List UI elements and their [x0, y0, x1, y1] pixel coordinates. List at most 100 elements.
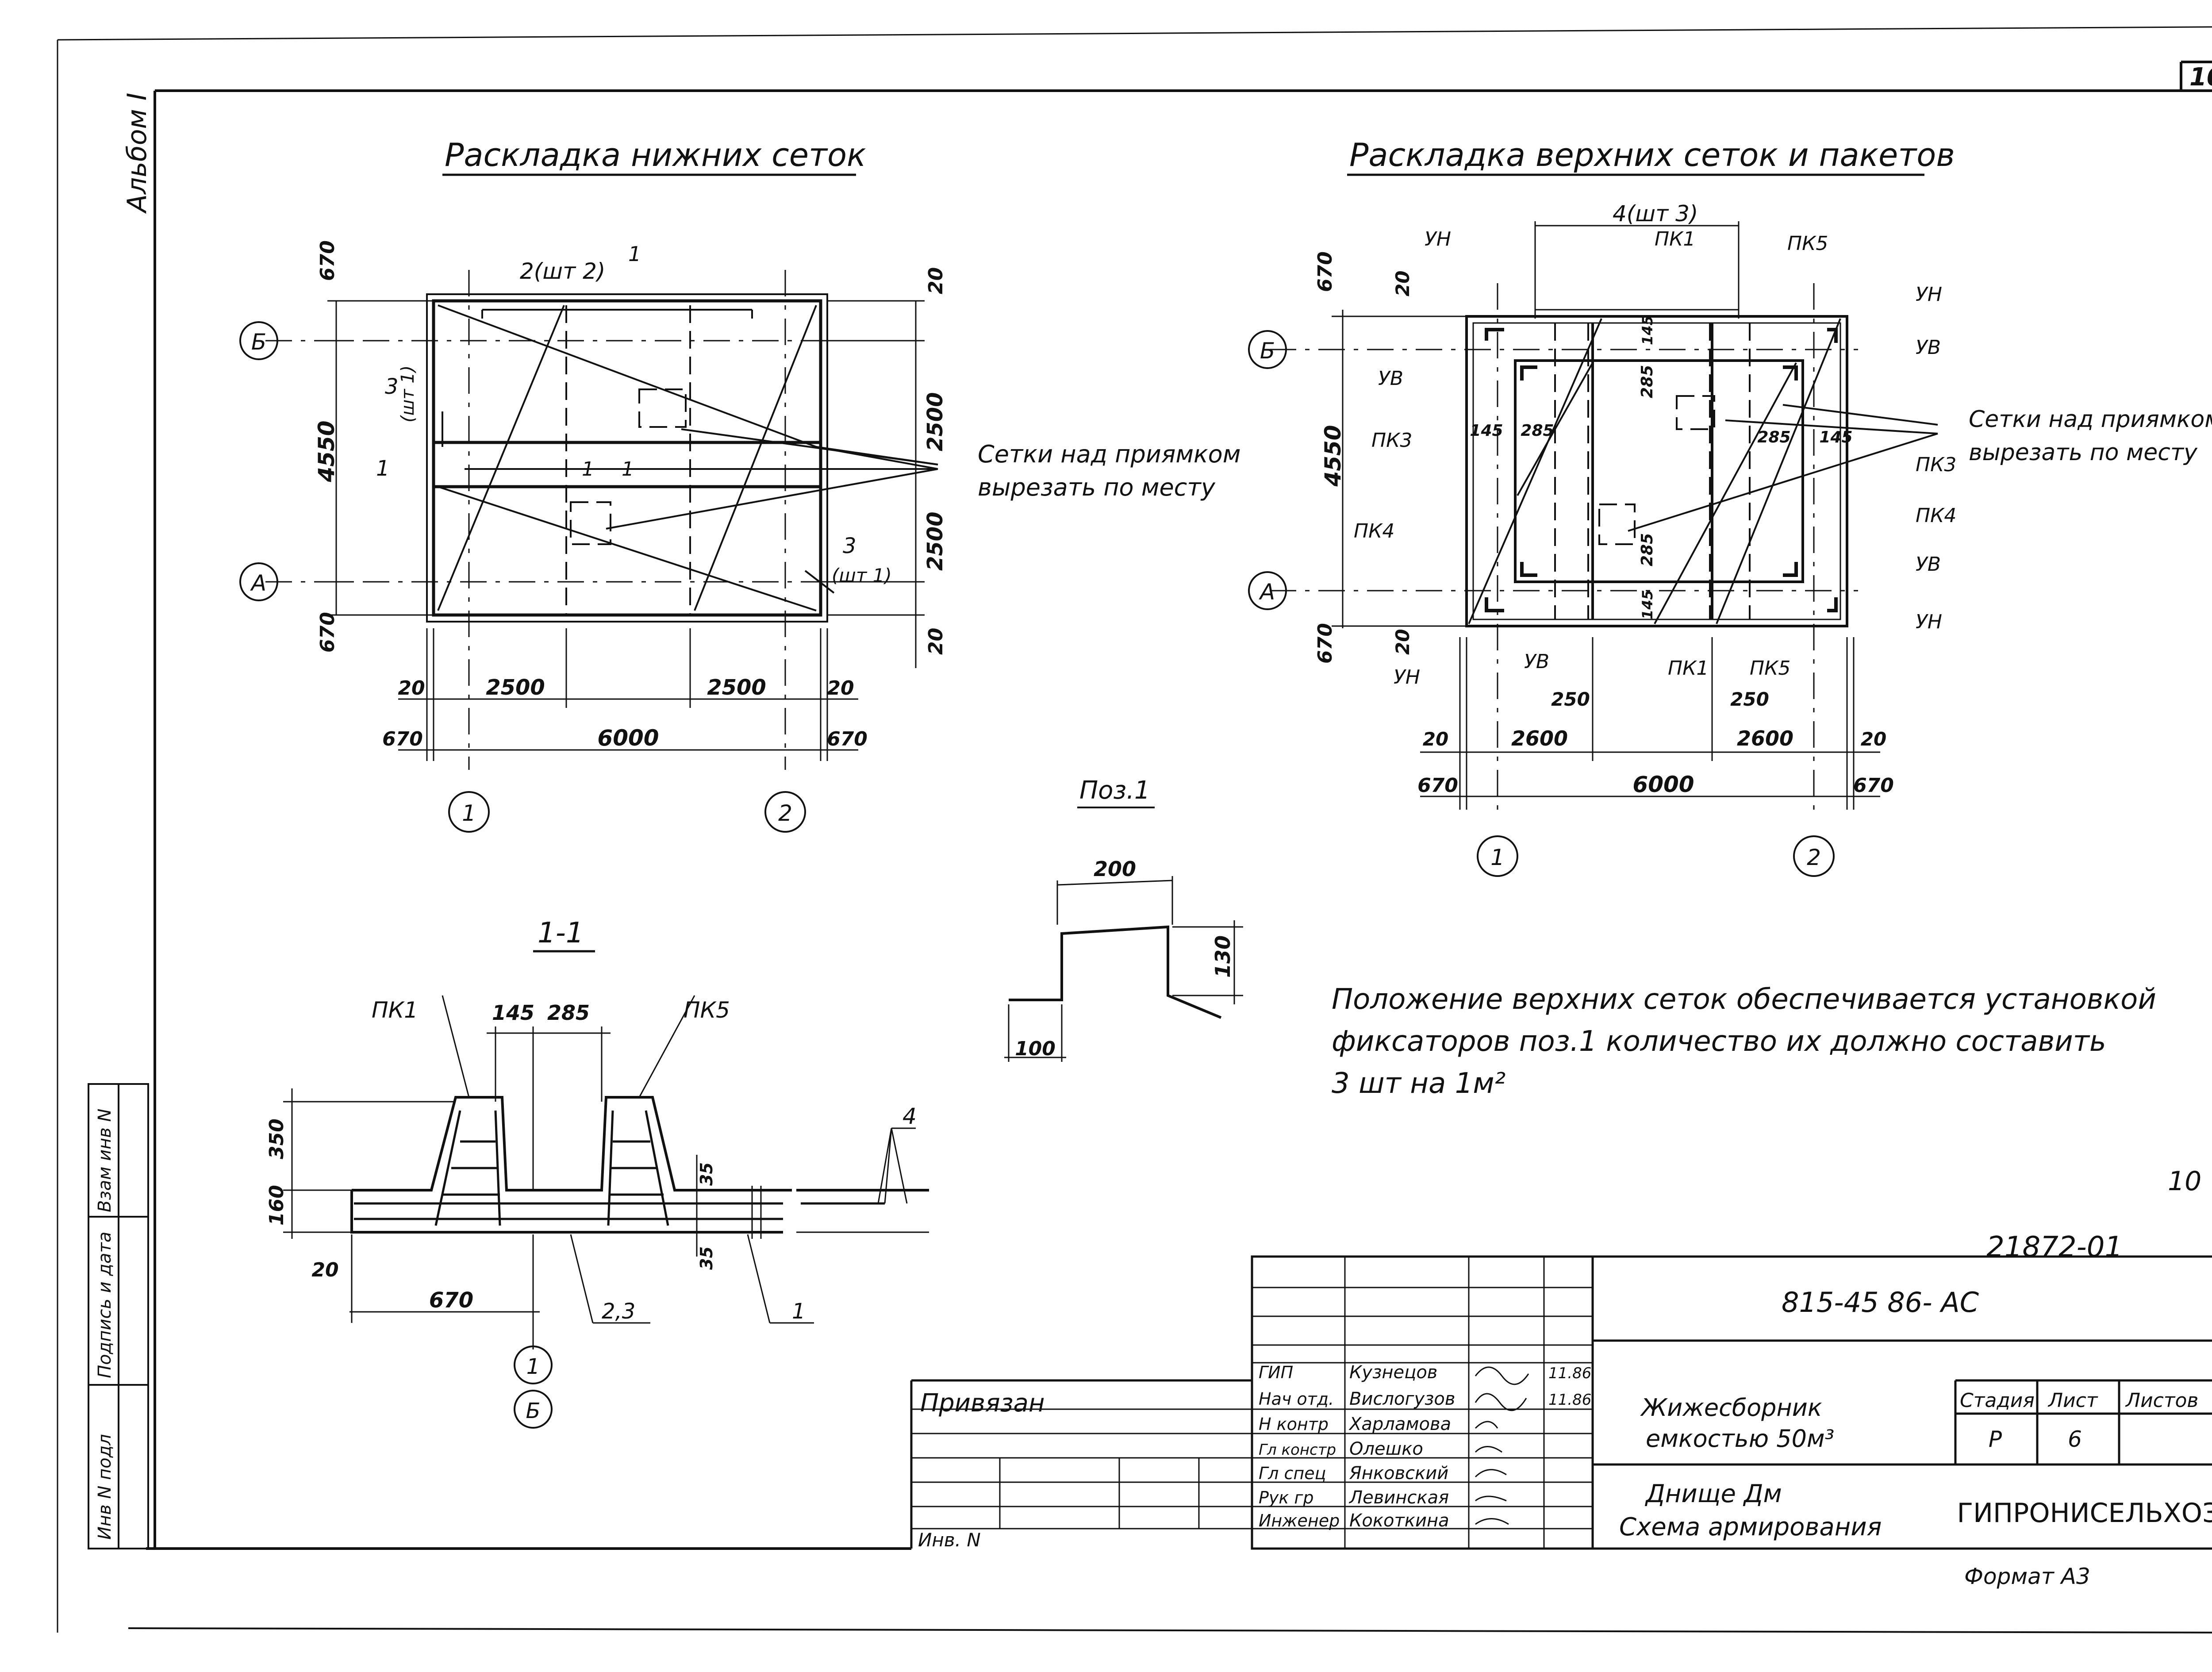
- label-mesh3b: 3: [843, 534, 856, 558]
- dim-top-d250b: 250: [1730, 688, 1769, 710]
- note-line-2: фиксаторов поз.1 количество их должно со…: [1332, 1025, 2106, 1058]
- tb-object-2: емкостью 50м³: [1646, 1425, 1834, 1453]
- tb-sheet-2: Схема армирования: [1619, 1513, 1882, 1541]
- tb-name-5: Левинская: [1348, 1488, 1449, 1508]
- axis-top-2-bubble: [1793, 835, 1835, 877]
- dim-bottom-w-left: 670: [382, 728, 423, 750]
- axis-top-2-label: 2: [1807, 845, 1821, 870]
- tb-sheet-1: Днище Дм: [1644, 1480, 1782, 1508]
- dim-bottom-h-top: 670: [316, 240, 339, 281]
- axis-a-bubble: [239, 562, 278, 601]
- section-axis-1-bubble: [514, 1345, 553, 1384]
- dim-top-d285d: 285: [1638, 533, 1656, 566]
- tb-signatures: [1475, 1366, 1529, 1525]
- dim-top-d145a: 145: [1470, 422, 1503, 440]
- label-sec-top: 1: [628, 242, 641, 266]
- tb-date-1: 11.86: [1548, 1391, 1591, 1409]
- label-pk3-l: ПК3: [1371, 429, 1412, 452]
- tb-code: 815-45 86- АС: [1782, 1286, 1979, 1318]
- axis-b-bubble: [239, 321, 278, 360]
- label-sec-mid2: 1: [622, 458, 634, 480]
- section-m4: 4: [902, 1103, 917, 1129]
- section-title: 1-1: [538, 917, 584, 949]
- tb-object-1: Жижесборник: [1640, 1394, 1822, 1422]
- dim-top-d285a: 285: [1521, 422, 1554, 440]
- stamp-sign: Подпись и дата: [95, 1232, 115, 1378]
- axis-top-b-label: Б: [1260, 338, 1275, 364]
- section-d145: 145: [492, 1001, 534, 1025]
- page-mark: 10: [2168, 1166, 2201, 1197]
- note-bottom-2: вырезать по месту: [978, 473, 1216, 501]
- axis-top-a-bubble: [1248, 571, 1287, 610]
- dim-bottom-e20b: 20: [925, 628, 947, 655]
- tb-role-2: Н контр: [1259, 1414, 1329, 1434]
- section-1-1: 1-1: [265, 917, 929, 1429]
- title-block: 815-45 86- АС Привязан Инв. N ГИП Нач от…: [910, 1255, 2212, 1589]
- tb-org: ГИПРОНИСЕЛЬХОЗ: [1957, 1498, 2212, 1529]
- tb-privyazan: Привязан: [920, 1389, 1045, 1418]
- pos1-detail: Поз.1 200 130 100: [1004, 776, 1243, 1062]
- tb-role-1: Нач отд.: [1259, 1389, 1334, 1409]
- section-d670: 670: [429, 1288, 473, 1313]
- dim-bottom-e20d: 20: [827, 677, 854, 700]
- section-m23: 2,3: [602, 1299, 635, 1324]
- section-d35b: 35: [697, 1246, 716, 1270]
- section-d20: 20: [311, 1259, 338, 1281]
- plan-top-title: Раскладка верхних сеток и пакетов: [1349, 136, 1955, 173]
- label-un-bl: УН: [1394, 666, 1420, 688]
- label-sec-mid1: 1: [582, 458, 594, 480]
- label-pk4-r: ПК4: [1916, 504, 1956, 527]
- axis-top-1-bubble: [1477, 835, 1518, 877]
- tb-role-4: Гл спец: [1259, 1464, 1326, 1483]
- plan-top: Раскладка верхних сеток и пакетов: [1248, 136, 2212, 877]
- tb-name-1: Вислогузов: [1349, 1389, 1455, 1409]
- section-d285: 285: [547, 1001, 590, 1025]
- album-label: Альбом I: [122, 93, 153, 215]
- dim-bottom-w-s2: 2500: [707, 675, 766, 700]
- tb-sheet: 6: [2068, 1426, 2082, 1452]
- label-pk3-r: ПК3: [1916, 454, 1956, 476]
- note-top-1: Сетки над приямком: [1969, 406, 2212, 433]
- label-sec-left: 1: [376, 456, 390, 481]
- tb-role-3: Гл констр: [1259, 1441, 1336, 1459]
- tb-name-4: Янковский: [1349, 1463, 1448, 1484]
- label-pk1-top: ПК1: [1655, 228, 1695, 250]
- dim-bottom-e20a: 20: [925, 267, 947, 294]
- tb-stage: Р: [1989, 1426, 2002, 1452]
- tb-role-6: Инженер: [1259, 1511, 1340, 1530]
- stamp-inv: Инв N подл: [95, 1434, 115, 1540]
- label-uv-r: УВ: [1916, 336, 1941, 359]
- label-pk1-bot: ПК1: [1668, 657, 1709, 680]
- section-axis-b-bubble: [514, 1390, 553, 1429]
- dim-bottom-w-s1: 2500: [486, 675, 545, 700]
- dim-bottom-h-bot: 670: [316, 612, 339, 653]
- dim-top-d285c: 285: [1638, 365, 1656, 398]
- dim-top-h-bot: 670: [1314, 623, 1336, 664]
- dim-top-w-total: 6000: [1632, 772, 1694, 797]
- note-line-3: 3 шт на 1м²: [1332, 1067, 1505, 1100]
- dim-bottom-h-s1: 2500: [923, 392, 948, 451]
- dim-top-w-right: 670: [1853, 774, 1894, 797]
- tb-h-sheet: Лист: [2047, 1389, 2098, 1412]
- tb-name-6: Кокоткина: [1349, 1511, 1449, 1531]
- note-line-1: Положение верхних сеток обеспечивается у…: [1332, 983, 2156, 1016]
- tb-name-2: Харламова: [1348, 1414, 1451, 1434]
- dim-top-w-left: 670: [1417, 774, 1458, 797]
- dim-top-h-total: 4550: [1320, 425, 1346, 487]
- dim-bottom-h-total: 4550: [314, 420, 339, 482]
- dim-bottom-h-s2: 2500: [923, 511, 948, 571]
- pos1-title: Поз.1: [1079, 776, 1150, 805]
- dim-top-e20a: 20: [1392, 271, 1413, 296]
- left-stamp: [88, 1083, 149, 1549]
- label-mesh3b-qty: (шт 1): [832, 565, 892, 586]
- stamp-replace: Взам инв N: [95, 1109, 115, 1212]
- section-m1: 1: [792, 1299, 806, 1324]
- section-pk5: ПК5: [684, 997, 730, 1023]
- dim-top-d145b: 145: [1819, 428, 1852, 446]
- sheet-frame: [57, 26, 2212, 1634]
- dim-top-e20b: 20: [1392, 629, 1413, 655]
- axis-2-bubble: [764, 791, 806, 833]
- label-un-tl: УН: [1425, 228, 1451, 250]
- dim-bottom-w-right: 670: [827, 728, 868, 750]
